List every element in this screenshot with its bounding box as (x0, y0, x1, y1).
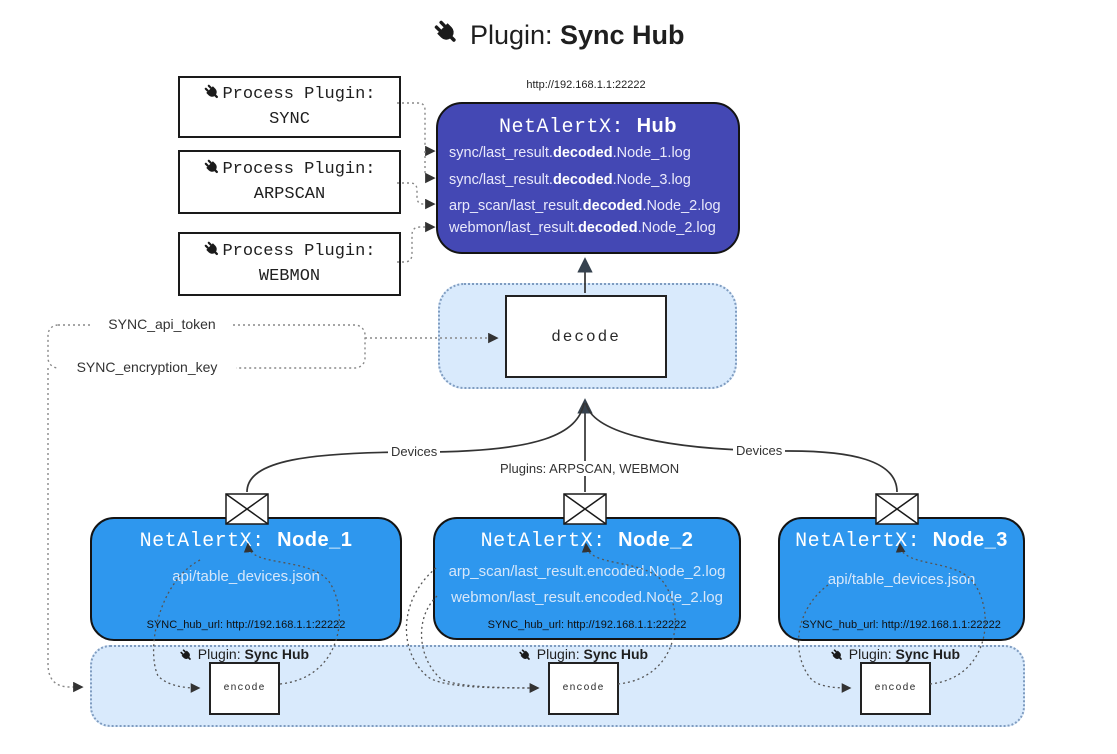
process-plugin-sync-box: Process Plugin: SYNC (178, 76, 401, 138)
plug-icon (432, 18, 462, 48)
plugins-middle-label: Plugins: ARPSCAN, WEBMON (497, 461, 683, 476)
encode2-plugin-label: Plugin: Sync Hub (493, 646, 673, 663)
node3-title: NetAlertX: Node_3 (795, 529, 1008, 553)
devices-right-label: Devices (733, 443, 786, 458)
process-plugin-webmon-box: Process Plugin: WEBMON (178, 232, 401, 296)
plug-icon (203, 240, 222, 259)
hub-url-label: http://192.168.1.1:22222 (526, 79, 646, 91)
process-plugin-label: Process Plugin: (222, 85, 376, 104)
plug-icon (203, 158, 222, 177)
process-plugin-name: SYNC (269, 110, 310, 129)
node2-box: NetAlertX: Node_2 arp_scan/last_result.e… (433, 517, 741, 640)
hub-title: NetAlertX: Hub (438, 115, 738, 139)
hub-title-prefix: NetAlertX: (499, 116, 637, 139)
process-plugin-arpscan-box: Process Plugin: ARPSCAN (178, 150, 401, 214)
hub-log-line: arp_scan/last_result.decoded.Node_2.log (449, 198, 721, 214)
plug-icon (518, 648, 533, 663)
node2-hub-url: SYNC_hub_url: http://192.168.1.1:22222 (487, 619, 687, 631)
sync-api-token-label: SYNC_api_token (92, 316, 232, 332)
process-plugin-label: Process Plugin: (222, 160, 376, 179)
encode1-plugin-label: Plugin: Sync Hub (154, 646, 334, 663)
encode1-box: encode (209, 662, 280, 715)
node1-box: NetAlertX: Node_1 api/table_devices.json… (90, 517, 402, 641)
plug-icon (179, 648, 194, 663)
hub-log-line: sync/last_result.decoded.Node_1.log (449, 145, 691, 161)
node1-hub-url: SYNC_hub_url: http://192.168.1.1:22222 (146, 619, 346, 631)
sync-encryption-key-label: SYNC_encryption_key (58, 359, 236, 375)
encode3-box: encode (860, 662, 931, 715)
plug-icon (203, 83, 222, 102)
decode-box: decode (505, 295, 667, 378)
encode2-box: encode (548, 662, 619, 715)
hub-box: NetAlertX: Hub sync/last_result.decoded.… (436, 102, 740, 254)
node2-file: webmon/last_result.encoded.Node_2.log (451, 589, 723, 606)
node3-file: api/table_devices.json (827, 571, 976, 588)
process-plugin-name: ARPSCAN (253, 185, 326, 204)
node2-file: arp_scan/last_result.encoded.Node_2.log (448, 563, 726, 580)
plugin-to-hub-connectors (397, 102, 436, 263)
plug-icon (830, 648, 845, 663)
process-plugin-label: Process Plugin: (222, 242, 376, 261)
node1-file: api/table_devices.json (172, 568, 320, 585)
hub-log-line: webmon/last_result.decoded.Node_2.log (449, 220, 716, 236)
page-title-bold: Sync Hub (560, 20, 685, 50)
node3-box: NetAlertX: Node_3 api/table_devices.json… (778, 517, 1025, 641)
hub-title-bold: Hub (636, 115, 677, 137)
process-plugin-name: WEBMON (258, 267, 321, 286)
page-title: Plugin: Sync Hub (0, 18, 1117, 51)
node2-title: NetAlertX: Node_2 (480, 529, 694, 553)
page-title-prefix: Plugin: (469, 20, 561, 50)
hub-log-line: sync/last_result.decoded.Node_3.log (449, 172, 691, 188)
encode3-plugin-label: Plugin: Sync Hub (805, 646, 985, 663)
node3-hub-url: SYNC_hub_url: http://192.168.1.1:22222 (802, 619, 1001, 631)
node1-title: NetAlertX: Node_1 (139, 529, 353, 553)
devices-left-label: Devices (388, 444, 441, 459)
